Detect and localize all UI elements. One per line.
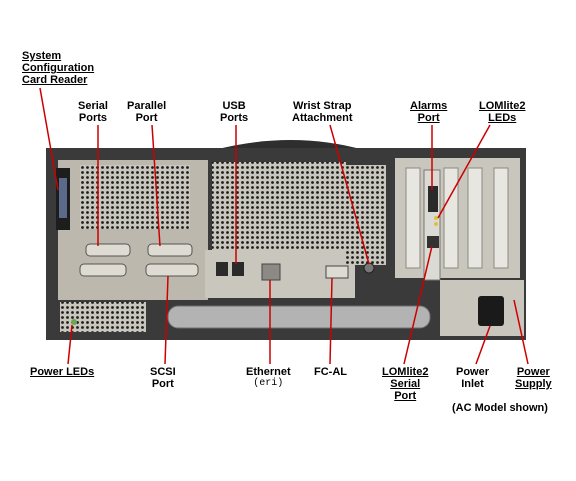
scsi-port-connector[interactable]: [146, 264, 198, 276]
label-scsi-port: SCSI Port: [150, 366, 176, 390]
label-system-config-card-reader: System Configuration Card Reader: [22, 50, 94, 86]
label-lomlite2-serial-port: LOMlite2 Serial Port: [382, 366, 428, 402]
label-power-supply: Power Supply: [515, 366, 552, 390]
left-vent: [80, 165, 190, 229]
label-ethernet: Ethernet (eri): [246, 366, 291, 390]
pci-slot-2: [444, 168, 458, 268]
pci-slot-4: [494, 168, 508, 268]
label-parallel-port: Parallel Port: [127, 100, 166, 124]
ac-model-note: (AC Model shown): [452, 402, 548, 414]
label-serial-ports: Serial Ports: [78, 100, 108, 124]
power-inlet-connector[interactable]: [478, 296, 504, 326]
lom-serial-connector[interactable]: [427, 236, 439, 248]
center-vent: [212, 162, 346, 254]
label-usb-ports: USB Ports: [220, 100, 248, 124]
label-power-leds: Power LEDs: [30, 366, 94, 378]
ethernet-connector[interactable]: [262, 264, 280, 280]
usb-port-1[interactable]: [216, 262, 228, 276]
wrist-strap-vent: [346, 165, 386, 265]
alarms-port-connector[interactable]: [428, 186, 438, 212]
lom-led-1: [434, 216, 438, 220]
usb-port-2[interactable]: [232, 262, 244, 276]
pci-slot-3: [468, 168, 482, 268]
label-wrist-strap: Wrist Strap Attachment: [292, 100, 353, 124]
label-ethernet-sub: (eri): [246, 378, 291, 390]
label-lomlite2-leds: LOMlite2 LEDs: [479, 100, 525, 124]
parallel-port-connector[interactable]: [148, 244, 192, 256]
serial-port-b-connector[interactable]: [80, 264, 126, 276]
card-reader-card: [59, 178, 67, 218]
lom-led-2: [434, 222, 438, 226]
label-fc-al: FC-AL: [314, 366, 347, 378]
label-power-inlet: Power Inlet: [456, 366, 489, 390]
label-alarms-port: Alarms Port: [410, 100, 447, 124]
power-led: [71, 319, 77, 325]
fc-al-connector[interactable]: [326, 266, 348, 278]
serial-port-a-connector[interactable]: [86, 244, 130, 256]
wrist-strap-point[interactable]: [364, 263, 374, 273]
power-led-grille: [60, 302, 146, 332]
pci-slot-1: [406, 168, 420, 268]
lower-rail: [168, 306, 430, 328]
